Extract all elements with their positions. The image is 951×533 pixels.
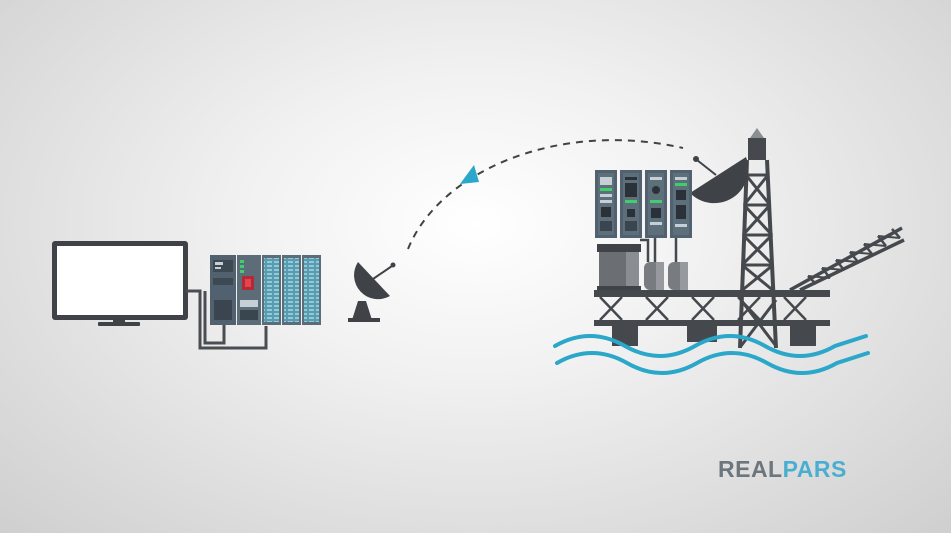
logo-pars: PARS	[782, 456, 847, 482]
plc-rack-icon	[210, 255, 321, 325]
remote-io-modules-icon	[595, 170, 692, 238]
network-cable	[186, 289, 268, 350]
ground-satellite-dish-icon	[348, 262, 396, 322]
rig-satellite-dish-icon	[690, 156, 749, 204]
offshore-oil-rig-icon	[594, 128, 905, 349]
logo-real: REAL	[718, 456, 783, 482]
monitor-icon	[52, 241, 188, 326]
realpars-logo: REALPARS	[718, 458, 847, 481]
sea-waves-icon	[553, 334, 870, 375]
radio-link-arrow-icon	[407, 139, 684, 250]
